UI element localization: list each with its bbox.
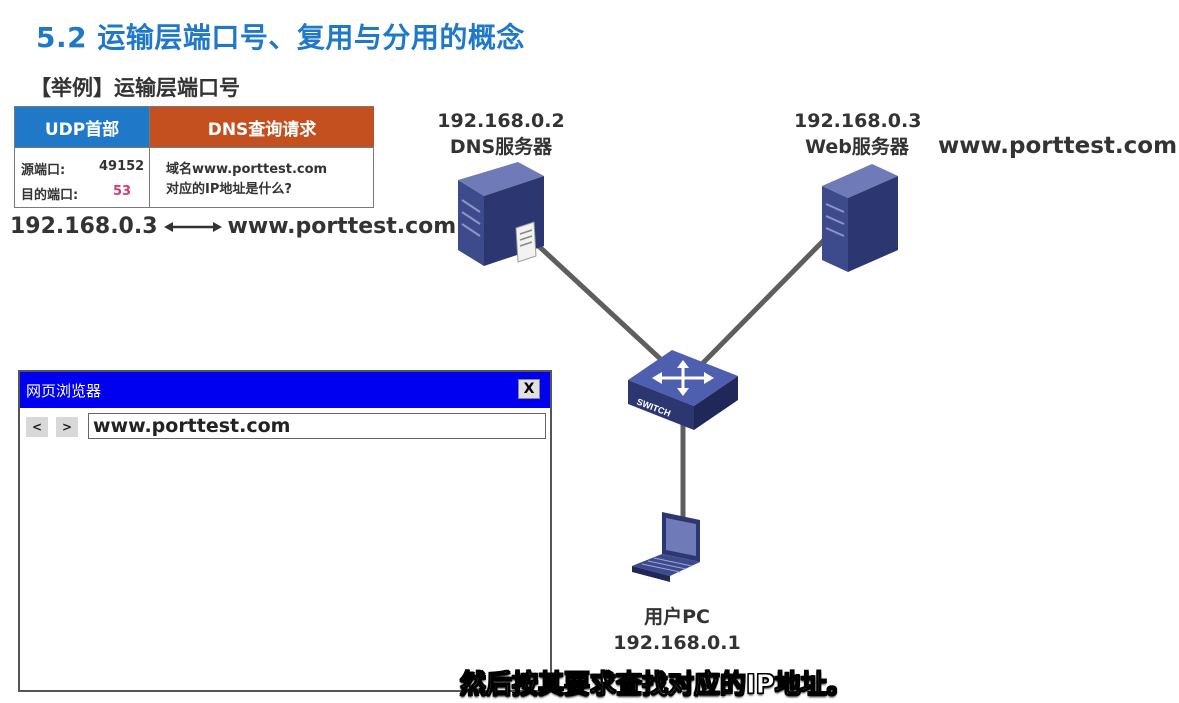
source-port-row: 源端口: 49152 (21, 159, 144, 178)
web-server-domain: www.porttest.com (938, 133, 1178, 159)
address-bar-input[interactable]: www.porttest.com (88, 413, 546, 439)
laptop-icon (632, 512, 700, 582)
web-server-icon (822, 164, 898, 272)
dns-query-body: 域名www.porttest.com 对应的IP地址是什么? (149, 147, 374, 208)
udp-header-body: 源端口: 49152 目的端口: 53 (15, 147, 149, 208)
page-title: 5.2 运输层端口号、复用与分用的概念 (36, 21, 525, 54)
dns-server-label: 192.168.0.2 DNS服务器 (436, 108, 566, 160)
dns-server-ip: 192.168.0.2 (437, 110, 565, 132)
web-server-label: 192.168.0.3 Web服务器 (794, 108, 922, 160)
ip-domain-mapping: 192.168.0.3 www.porttest.com (10, 214, 456, 239)
back-button[interactable]: < (26, 417, 48, 437)
destination-port-value: 53 (113, 184, 132, 199)
double-arrow-icon (163, 221, 222, 232)
user-pc-name: 用户PC (644, 606, 710, 628)
subtitle-caption: 然后按其要求查找对应的IP地址。 (460, 670, 854, 701)
browser-title-bar: 网页浏览器 X (20, 372, 550, 408)
browser-close-button[interactable]: X (518, 379, 540, 399)
dns-server-icon (458, 162, 544, 266)
destination-port-label: 目的端口: (21, 188, 79, 203)
user-pc-ip: 192.168.0.1 (613, 632, 741, 654)
user-pc-label: 用户PC 192.168.0.1 (612, 604, 742, 656)
browser-window: 网页浏览器 X < > www.porttest.com (18, 370, 552, 692)
mapping-domain: www.porttest.com (227, 214, 457, 239)
web-server-ip: 192.168.0.3 (794, 110, 922, 132)
forward-button[interactable]: > (56, 417, 78, 437)
link-dns-switch (528, 236, 670, 368)
destination-port-row: 目的端口: 53 (21, 184, 131, 203)
browser-title: 网页浏览器 (26, 381, 102, 400)
dns-server-name: DNS服务器 (449, 136, 553, 158)
source-port-label: 源端口: (21, 163, 66, 178)
example-subtitle: 【举例】运输层端口号 (30, 76, 240, 100)
dns-query-line1: 域名www.porttest.com (166, 162, 328, 177)
udp-header-cell: UDP首部 (15, 107, 149, 147)
dns-query-header-cell: DNS查询请求 (149, 107, 374, 147)
mapping-ip: 192.168.0.3 (10, 214, 158, 239)
dns-query-line2: 对应的IP地址是什么? (166, 182, 292, 197)
switch-icon: SWITCH (628, 350, 738, 430)
web-server-name: Web服务器 (805, 136, 909, 158)
source-port-value: 49152 (99, 159, 145, 174)
link-web-switch (698, 234, 830, 368)
udp-packet-table: UDP首部 DNS查询请求 源端口: 49152 目的端口: 53 域名www.… (14, 106, 374, 208)
